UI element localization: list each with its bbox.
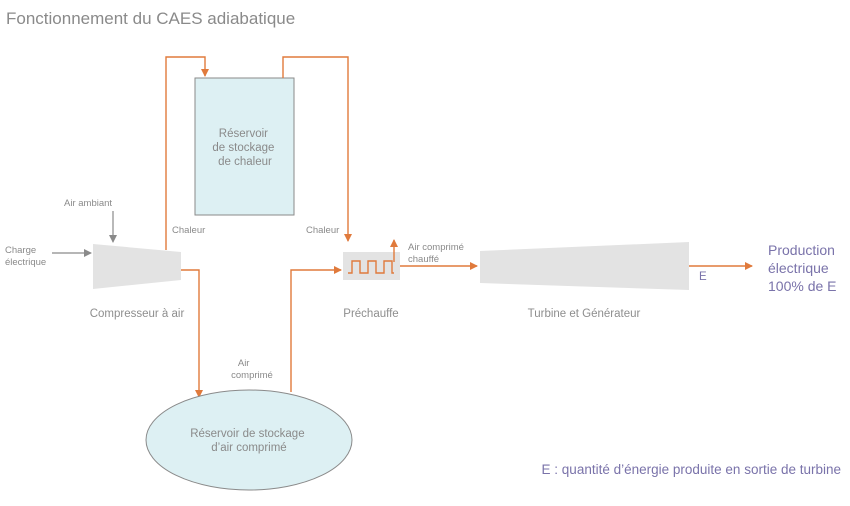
compressor-shape [93, 244, 181, 289]
turbine-label: Turbine et Générateur [528, 308, 641, 320]
production-label: Production électrique 100% de E [768, 242, 839, 294]
ambient-air-label: Air ambiant [64, 198, 112, 209]
heat-storage-tank [194, 77, 295, 216]
compressed-air-label: Air comprimé [231, 358, 273, 381]
air-storage-tank [145, 389, 353, 491]
heat-label-right: Chaleur [306, 225, 339, 236]
heat-flow-to-storage [165, 56, 209, 250]
electric-charge-label: Charge électrique [5, 245, 46, 268]
e-marker: E [699, 271, 707, 283]
heated-air-label: Air comprimé chauffé [408, 242, 467, 265]
heat-flow-from-storage [282, 56, 352, 242]
footnote: E : quantité d’énergie produite en sorti… [542, 462, 841, 477]
heat-storage-label: Réservoir de stockage de chaleur [212, 128, 277, 168]
heat-label-left: Chaleur [172, 225, 205, 236]
page-title: Fonctionnement du CAES adiabatique [6, 9, 295, 28]
compressed-air-to-storage [181, 269, 203, 398]
compressor-label: Compresseur à air [90, 308, 185, 320]
turbine-shape [480, 242, 689, 290]
air-storage-label: Réservoir de stockage d’air comprimé [190, 428, 308, 454]
preheat-label: Préchauffe [343, 308, 398, 320]
compressed-air-to-preheat [290, 266, 342, 392]
preheater-coil [348, 260, 394, 274]
